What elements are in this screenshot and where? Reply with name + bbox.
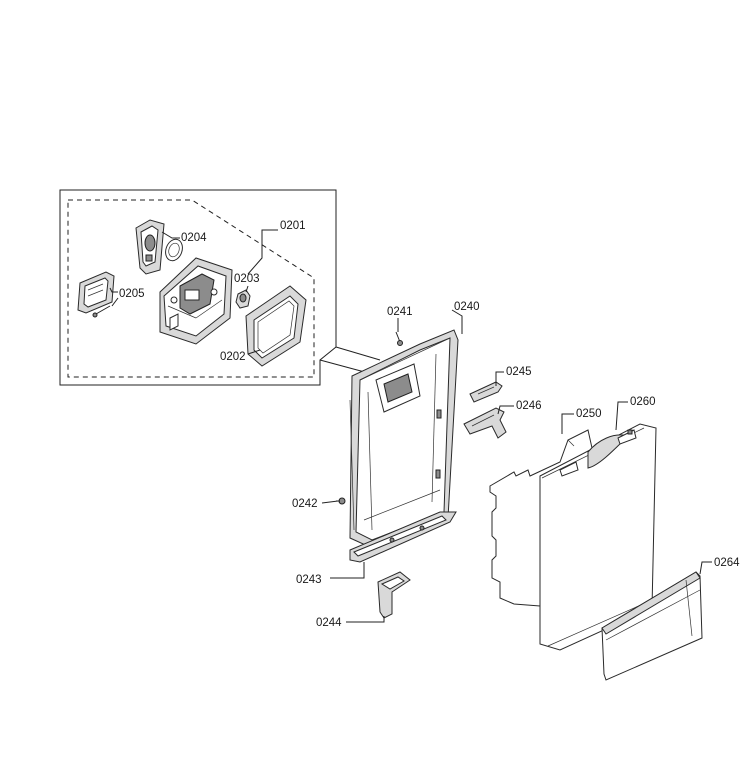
label-0250: 0250	[576, 408, 602, 420]
part-0245-clip	[469, 381, 503, 403]
part-0240-inner-door	[349, 329, 459, 549]
detail-box-dashed-region	[67, 199, 315, 378]
leader-lines	[109, 229, 712, 623]
part-0243-bottom-rail	[349, 511, 457, 563]
part-0205-cover	[77, 271, 115, 318]
part-0246-latch	[463, 407, 507, 439]
detail-connector-line	[335, 346, 381, 361]
label-0203: 0203	[234, 273, 260, 285]
label-0264: 0264	[714, 557, 740, 569]
part-0260-outer-panel	[539, 423, 657, 651]
label-0260: 0260	[630, 396, 656, 408]
label-0246: 0246	[516, 400, 542, 412]
part-0264-panel	[601, 571, 703, 681]
part-0244-bracket	[377, 571, 411, 619]
part-0202-gasket	[245, 285, 307, 367]
label-0241: 0241	[387, 306, 413, 318]
label-0204: 0204	[181, 232, 207, 244]
part-0204-ring	[165, 238, 183, 262]
label-0245: 0245	[506, 366, 532, 378]
part-0201-dispenser	[159, 257, 233, 345]
label-0243: 0243	[296, 574, 322, 586]
label-0244: 0244	[316, 617, 342, 629]
part-0203-knob	[235, 289, 251, 309]
label-0201: 0201	[280, 220, 306, 232]
label-0240: 0240	[454, 301, 480, 313]
label-0242: 0242	[292, 498, 318, 510]
label-0202: 0202	[220, 351, 246, 363]
label-0205: 0205	[119, 288, 145, 300]
part-0241-screw	[395, 331, 403, 346]
part-0204-holder	[135, 219, 165, 275]
